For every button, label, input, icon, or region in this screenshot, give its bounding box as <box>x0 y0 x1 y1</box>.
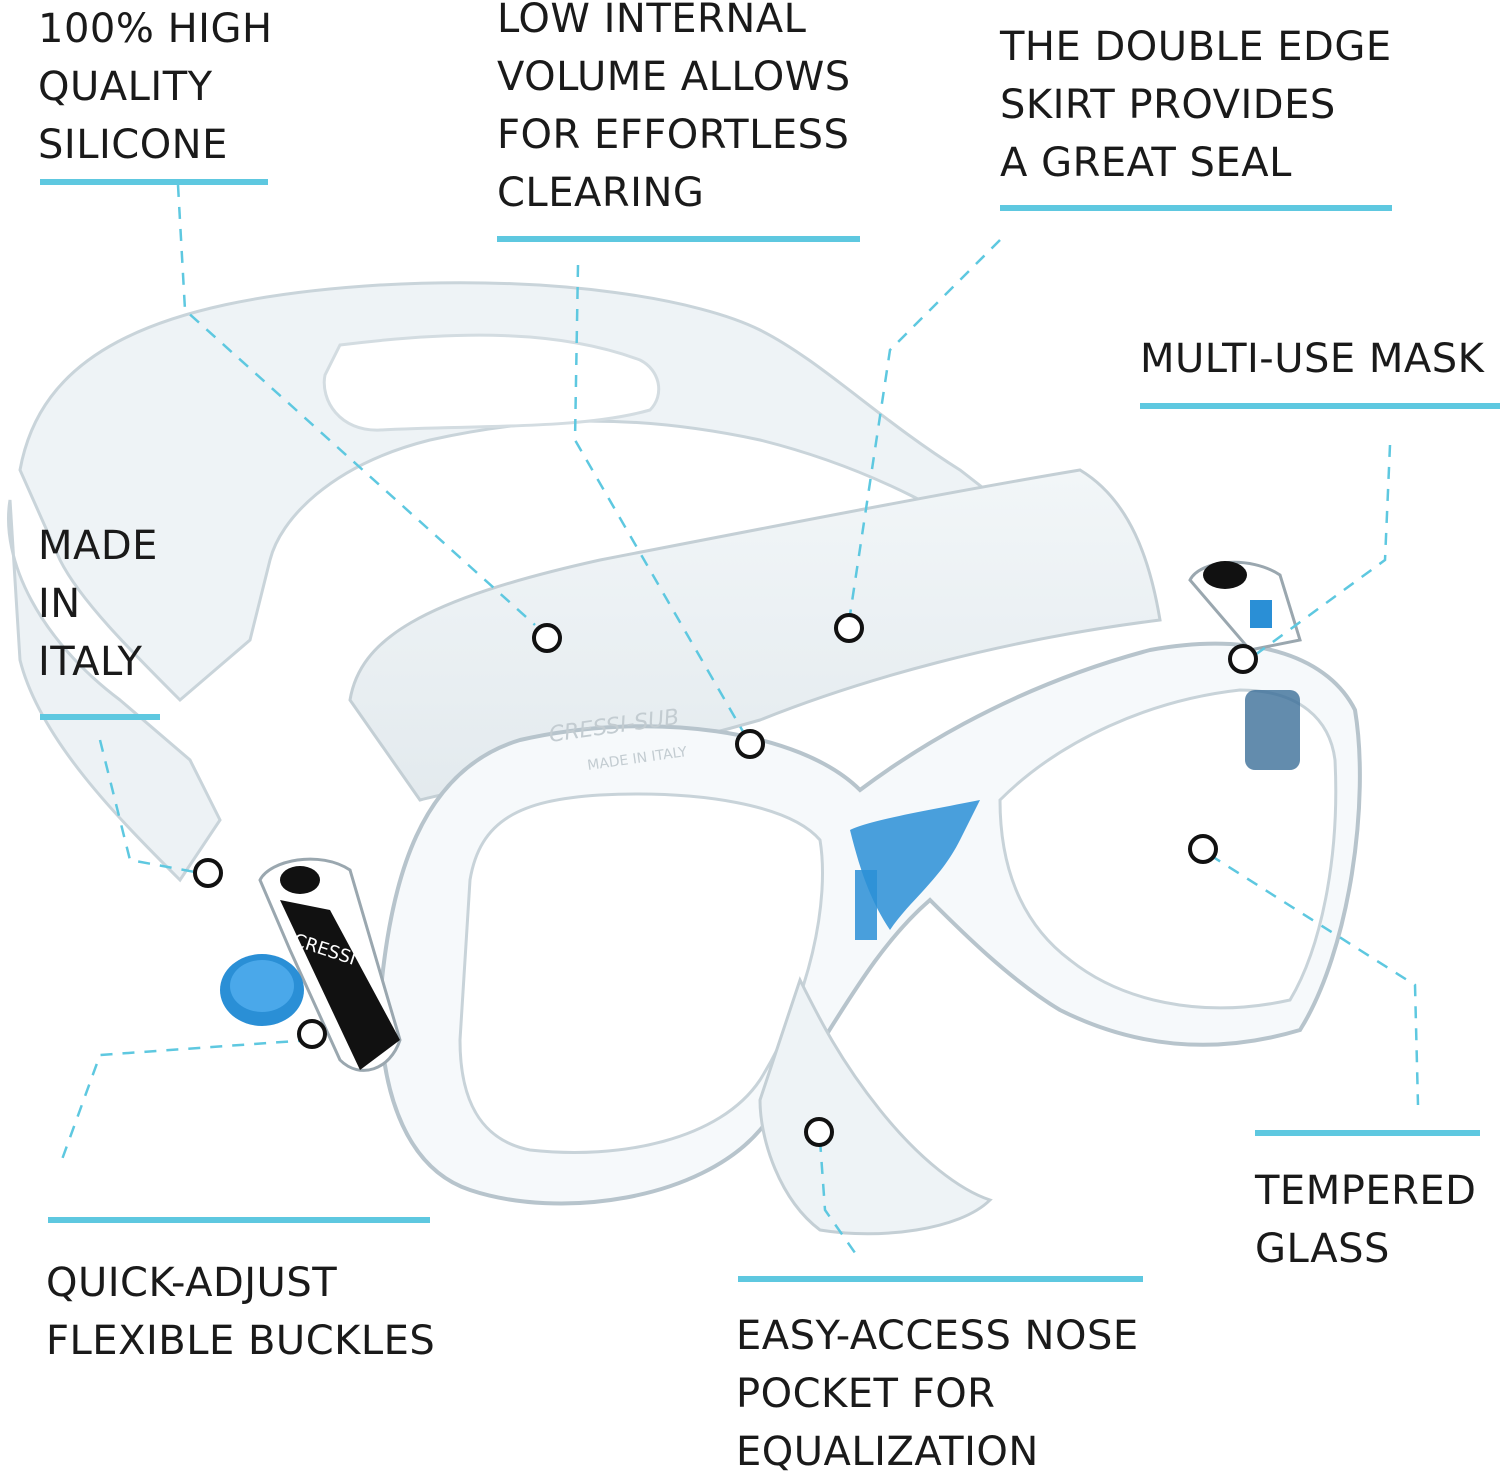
marker-silicone <box>532 623 562 653</box>
rule-silicone <box>40 179 268 185</box>
leader-lines <box>58 184 1420 1261</box>
rule-multi <box>1140 403 1500 409</box>
leader-skirt <box>848 239 1001 616</box>
left-buckle: CRESSI <box>220 857 402 1072</box>
callout-volume: LOW INTERNAL VOLUME ALLOWS FOR EFFORTLES… <box>497 0 851 216</box>
marker-tempered <box>1188 834 1218 864</box>
callout-skirt: THE DOUBLE EDGE SKIRT PROVIDES A GREAT S… <box>1000 24 1392 186</box>
rule-italy <box>40 714 160 720</box>
callout-italy: MADE IN ITALY <box>38 523 158 685</box>
marker-multi <box>1228 644 1258 674</box>
marker-italy <box>193 858 223 888</box>
leader-volume <box>573 264 747 736</box>
nose-pocket <box>758 976 993 1236</box>
marker-nose <box>804 1117 834 1147</box>
rule-tempered <box>1255 1130 1480 1136</box>
callout-markers <box>193 613 1258 1147</box>
callout-silicone: 100% HIGH QUALITY SILICONE <box>38 6 273 168</box>
leader-nose <box>818 1139 862 1261</box>
callout-nose: EASY-ACCESS NOSE POCKET FOR EQUALIZATION <box>736 1313 1139 1475</box>
marker-volume <box>735 729 765 759</box>
callout-multi: MULTI-USE MASK <box>1140 336 1485 382</box>
leader-multi <box>1254 444 1392 657</box>
marker-buckles <box>297 1019 327 1049</box>
callout-tempered: TEMPERED GLASS <box>1255 1168 1477 1272</box>
rule-skirt <box>1000 205 1392 211</box>
rule-nose <box>738 1276 1143 1282</box>
marker-skirt <box>834 613 864 643</box>
right-buckle <box>1188 560 1302 770</box>
callout-buckles: QUICK-ADJUST FLEXIBLE BUCKLES <box>46 1260 436 1364</box>
leader-tempered <box>1209 853 1420 1106</box>
rule-buckles <box>48 1217 430 1223</box>
rule-volume <box>497 236 860 242</box>
leader-buckles <box>58 1038 311 1166</box>
